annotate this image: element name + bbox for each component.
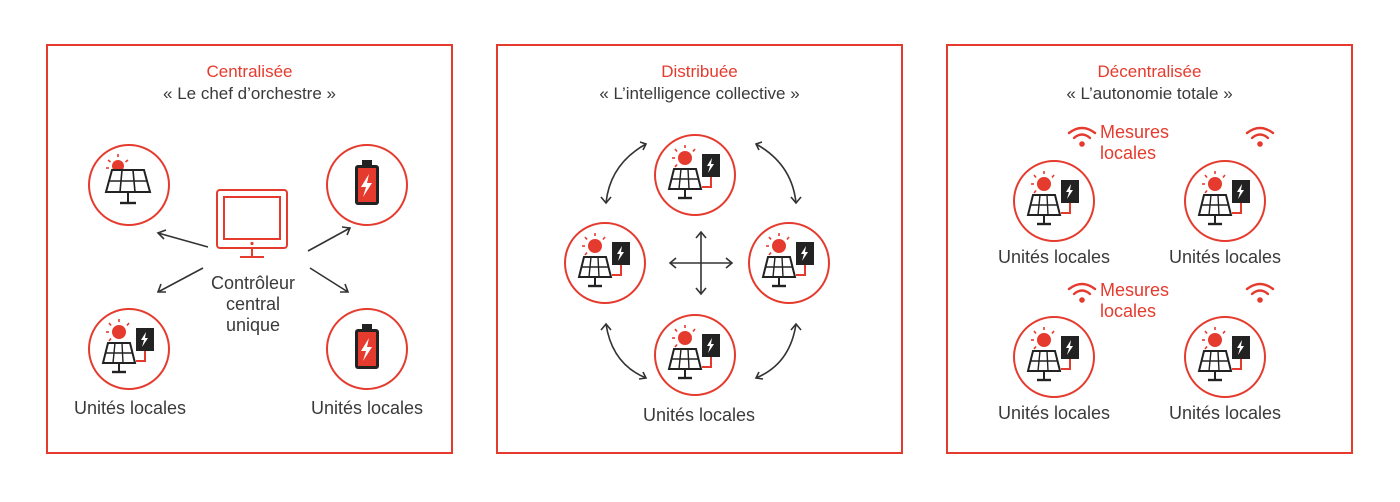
- solar-panel-and-inverter-icon: [761, 233, 814, 288]
- measures-label-line: locales: [1100, 301, 1157, 321]
- local-unit-node: [1013, 316, 1095, 398]
- controller-label: Contrôleur central unique: [197, 273, 309, 336]
- battery-icon: [355, 160, 379, 205]
- monitor-icon: [216, 189, 288, 258]
- solar-panel-and-inverter-icon: [577, 233, 630, 288]
- local-unit-node: [1184, 316, 1266, 398]
- wifi-signal-icon: [1067, 126, 1097, 147]
- panel-centralized: Centralisée « Le chef d’orchestre »: [46, 44, 453, 454]
- local-units-label: Unités locales: [310, 398, 424, 418]
- controller-diagram: [156, 189, 352, 293]
- panel-subtitle: « L’autonomie totale »: [1066, 84, 1233, 103]
- local-measures-label: Mesures locales: [1100, 122, 1169, 164]
- measures-label-line: Mesures: [1100, 280, 1170, 300]
- wifi-signal-icon: [1245, 126, 1275, 147]
- local-unit-node: [1013, 160, 1095, 242]
- panel-subtitle: « Le chef d’orchestre »: [163, 84, 336, 103]
- panel-title: Centralisée: [206, 62, 293, 81]
- solar-panel-and-inverter-icon: [1197, 171, 1250, 226]
- local-unit-node-left: [564, 222, 646, 304]
- wifi-signal-icon: [1067, 282, 1097, 303]
- solar-panel-icon: [104, 154, 152, 205]
- controller-label-line: unique: [225, 315, 281, 335]
- battery-node-top: [326, 144, 408, 226]
- controller-label-line: Contrôleur: [210, 273, 296, 293]
- local-units-label: Unités locales: [1168, 403, 1282, 423]
- panel-subtitle: « L’intelligence collective »: [599, 84, 800, 103]
- controller-label-line: central: [225, 294, 281, 314]
- local-units-label: Unités locales: [73, 398, 187, 418]
- local-measures-label: Mesures locales: [1100, 280, 1169, 322]
- battery-icon: [355, 324, 379, 369]
- panel-title: Décentralisée: [1097, 62, 1202, 81]
- solar-panel-and-inverter-icon: [667, 325, 720, 380]
- local-units-label: Unités locales: [642, 405, 756, 425]
- measures-label-line: Mesures: [1100, 122, 1170, 142]
- local-units-label: Unités locales: [1168, 247, 1282, 267]
- panel-decentralized: Décentralisée « L’autonomie totale » Mes…: [946, 44, 1353, 454]
- local-unit-node: [1184, 160, 1266, 242]
- local-units-label: Unités locales: [997, 403, 1111, 423]
- local-units-label: Unités locales: [997, 247, 1111, 267]
- battery-node-bottom: [326, 308, 408, 390]
- local-unit-node-top: [654, 134, 736, 216]
- measures-label-line: locales: [1100, 143, 1157, 163]
- local-unit-node: [88, 308, 170, 390]
- panel-distributed: Distribuée « L’intelligence collective »: [496, 44, 903, 454]
- local-unit-node-bottom: [654, 314, 736, 396]
- solar-node: [88, 144, 170, 226]
- solar-panel-and-inverter-icon: [101, 319, 154, 374]
- local-unit-node-right: [748, 222, 830, 304]
- solar-panel-and-inverter-icon: [667, 145, 720, 200]
- wifi-signal-icon: [1245, 282, 1275, 303]
- solar-panel-and-inverter-icon: [1197, 327, 1250, 382]
- solar-panel-and-inverter-icon: [1026, 327, 1079, 382]
- solar-panel-and-inverter-icon: [1026, 171, 1079, 226]
- panel-title: Distribuée: [661, 62, 738, 81]
